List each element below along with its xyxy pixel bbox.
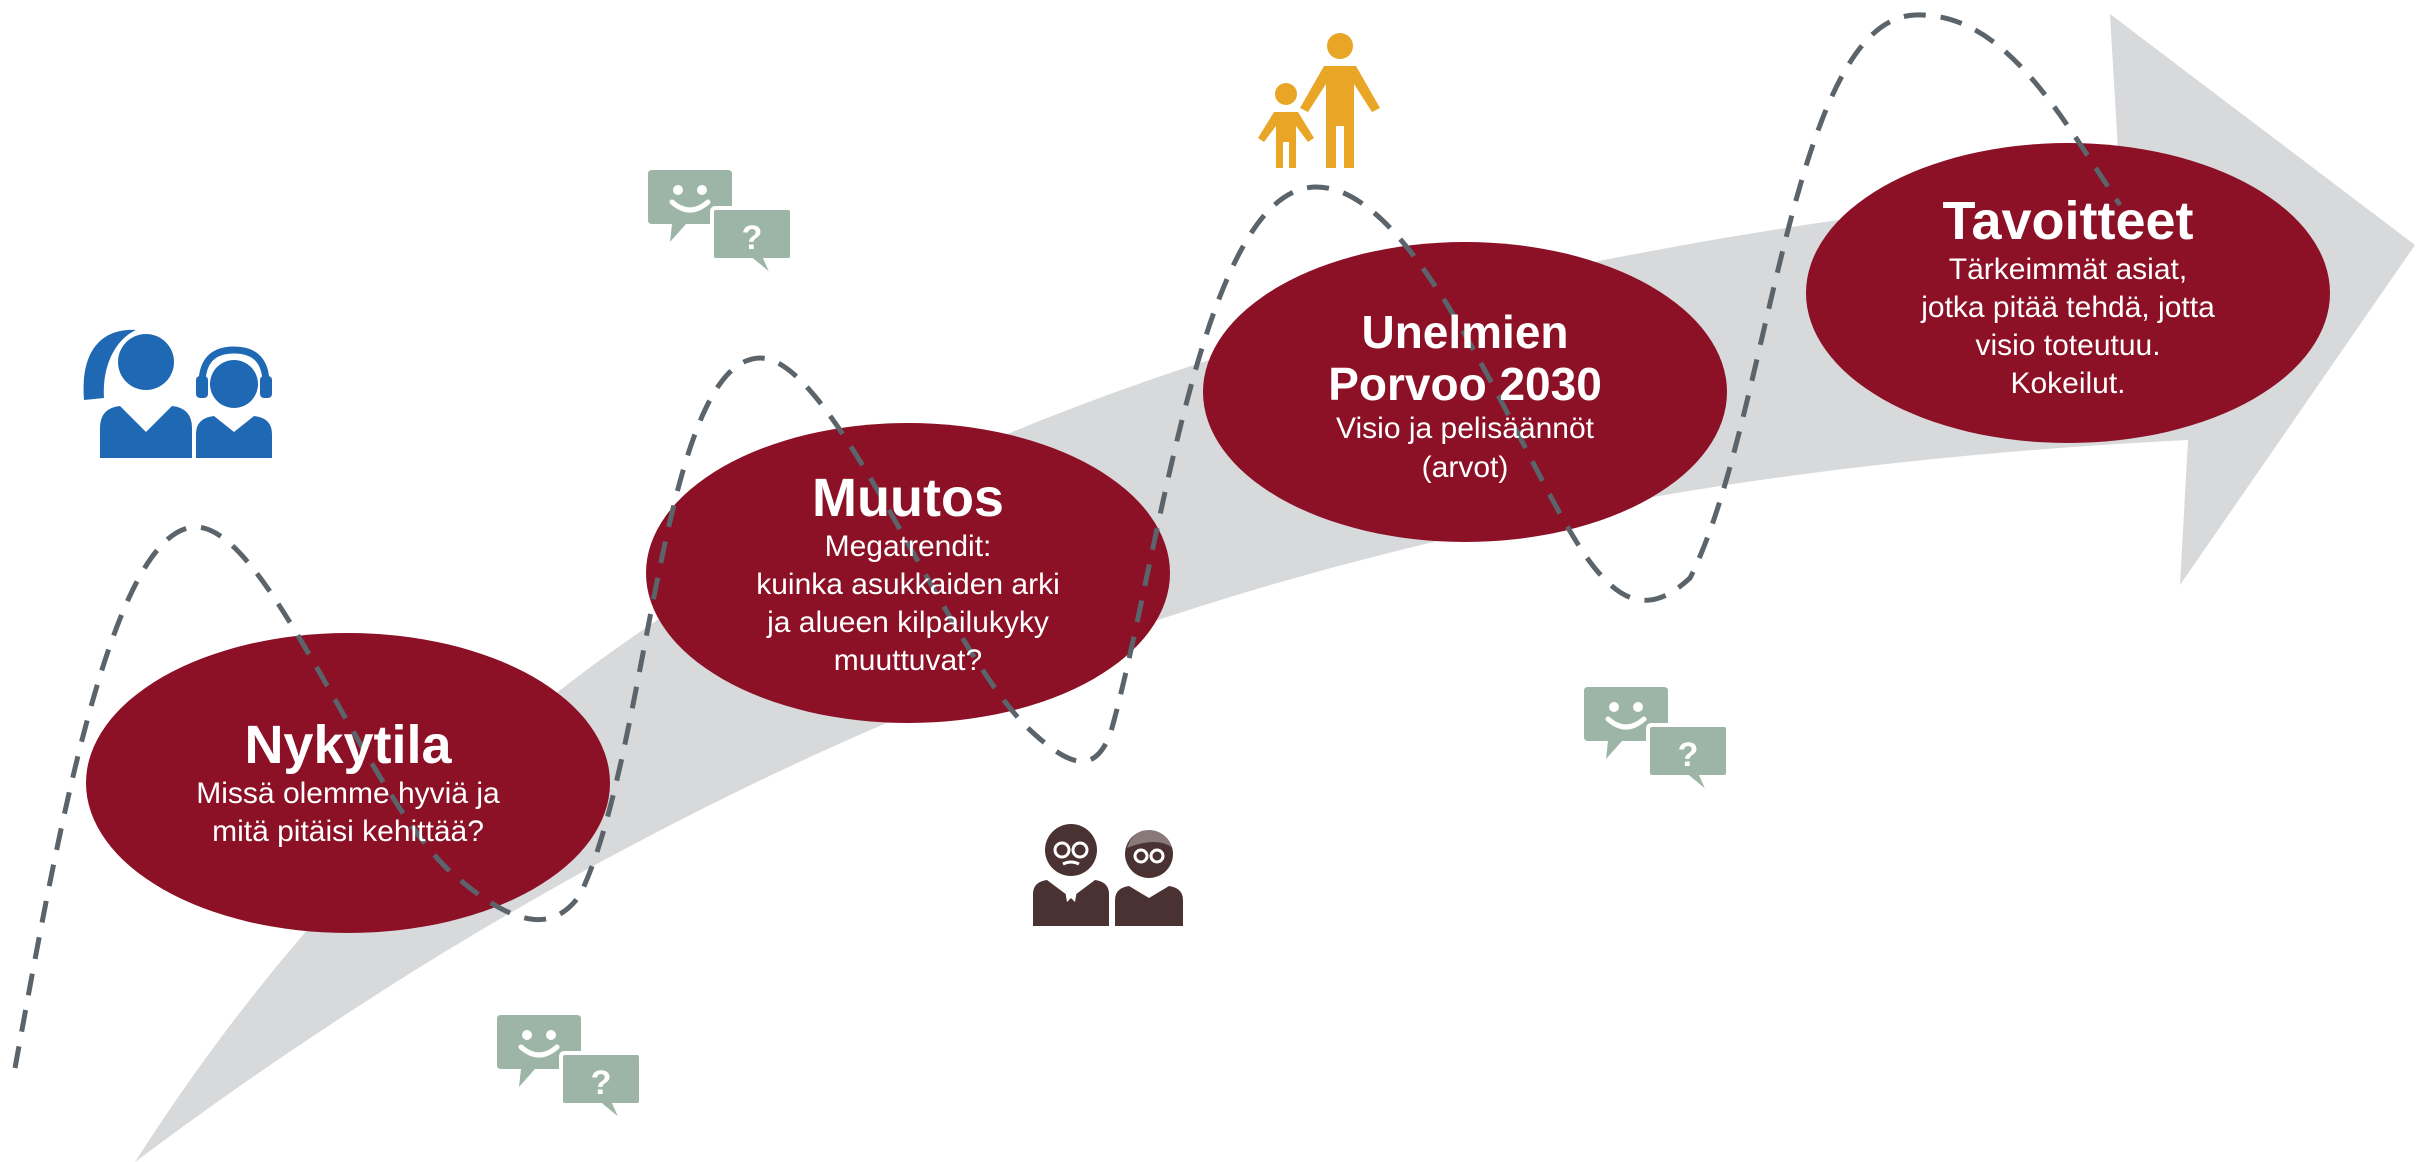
speech-bubbles-smile-question-icon [497, 1015, 641, 1123]
node-text: ja alueen kilpailukyky [767, 606, 1049, 640]
node-text: visio toteutuu. [1975, 329, 2161, 363]
node-title: Tavoitteet [1942, 190, 2194, 251]
node-tavoitteet: Tavoitteet Tärkeimmät asiat, jotka pitää… [1828, 172, 2308, 422]
speech-bubbles-smile-question-icon [1584, 687, 1728, 795]
node-text: Kokeilut. [2010, 367, 2126, 401]
node-title: Nykytila [244, 714, 452, 775]
node-title: Porvoo 2030 [1328, 357, 1602, 410]
elderly-couple-icon [1033, 824, 1183, 926]
node-title: Muutos [812, 467, 1004, 528]
node-nykytila: Nykytila Missä olemme hyviä ja mitä pitä… [108, 668, 588, 898]
node-muutos: Muutos Megatrendit: kuinka asukkaiden ar… [668, 444, 1148, 704]
node-text: muuttuvat? [833, 644, 983, 678]
node-text: (arvot) [1421, 450, 1509, 484]
dashed-wave-line [12, 12, 2123, 1069]
node-unelmien-porvoo: Unelmien Porvoo 2030 Visio ja pelisäännö… [1225, 282, 1705, 512]
node-text: mitä pitäisi kehittää? [212, 815, 484, 849]
node-text: jotka pitää tehdä, jotta [1921, 291, 2215, 325]
speech-bubbles-smile-question-icon [648, 170, 792, 278]
node-text: Megatrendit: [824, 530, 992, 564]
node-text: Visio ja pelisäännöt [1336, 412, 1594, 446]
node-ellipse-unelmien [1203, 242, 1727, 542]
node-text: Tärkeimmät asiat, [1948, 253, 2188, 287]
node-ellipse-nykytila [86, 633, 610, 933]
node-text: kuinka asukkaiden arki [756, 568, 1060, 602]
node-ellipse-muutos [646, 423, 1170, 723]
node-title: Unelmien [1361, 306, 1569, 359]
node-text: Missä olemme hyviä ja [196, 777, 500, 811]
women-with-headset-people-icon [83, 329, 272, 458]
node-ellipse-tavoitteet [1806, 143, 2330, 443]
parent-and-child-icon [1258, 33, 1380, 168]
